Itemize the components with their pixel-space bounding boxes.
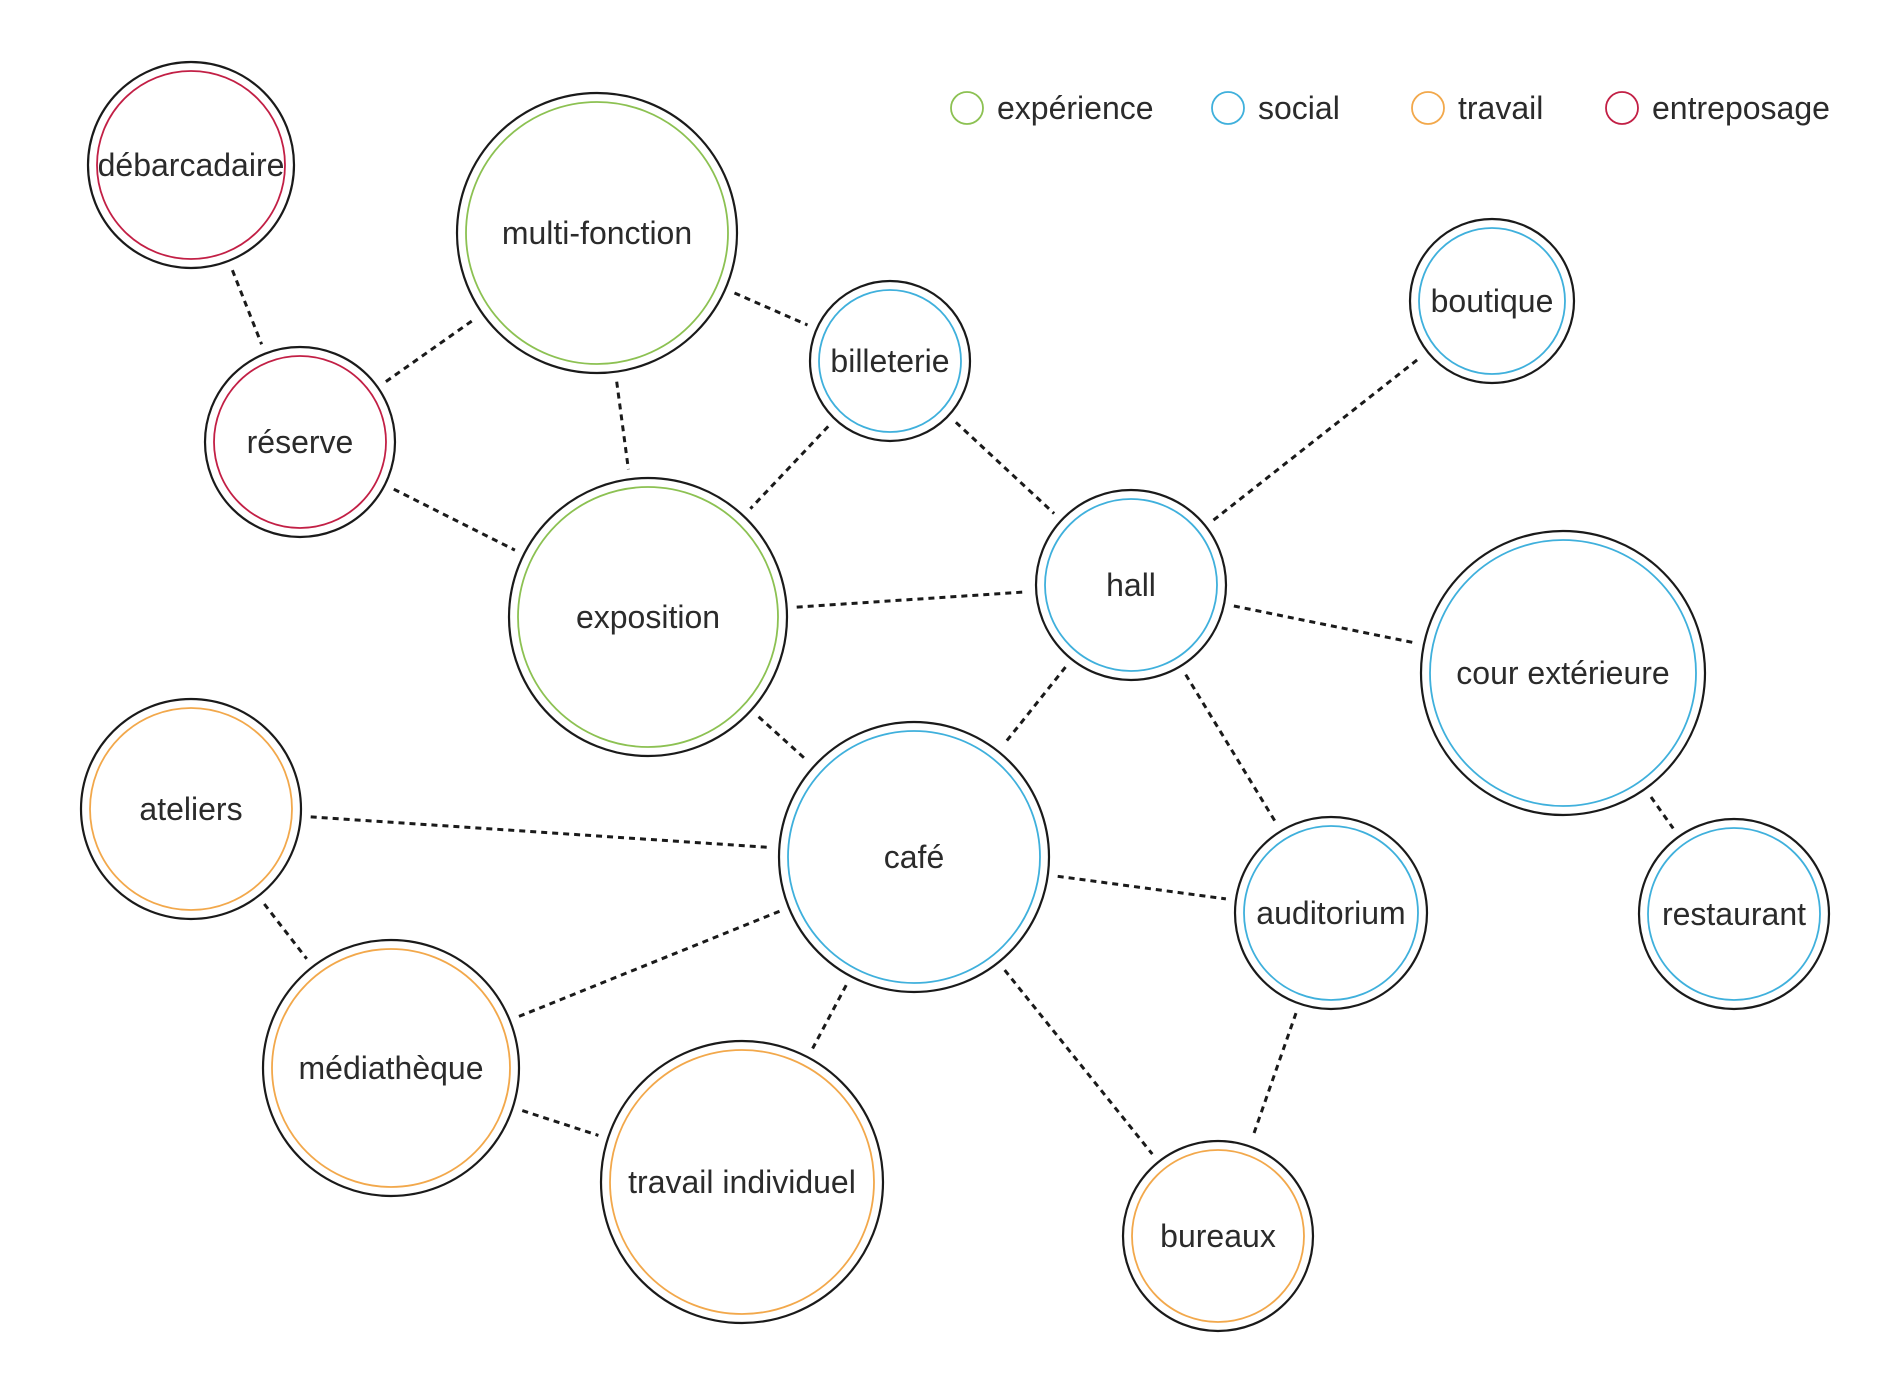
node-outer-ring: [1121, 1139, 1315, 1333]
legend-item-experience: expérience: [950, 90, 1154, 126]
edge-exposition-hall: [796, 590, 1027, 609]
edge-cafe-auditorium: [1057, 874, 1227, 901]
legend: expérience social travail entreposage: [950, 90, 1830, 126]
legend-item-social: social: [1211, 90, 1340, 126]
edge-billeterie-exposition: [749, 425, 830, 510]
edge-exposition-cafe: [757, 715, 808, 762]
node-boutique: boutique: [1408, 217, 1576, 385]
node-category-ring: [609, 1049, 875, 1315]
node-outer-ring: [86, 60, 296, 270]
edge-multifonction-billeterie: [733, 291, 809, 327]
node-cafe: café: [777, 720, 1051, 994]
node-category-ring: [818, 289, 962, 433]
legend-label: expérience: [997, 90, 1154, 126]
edge-cafe-travail: [811, 984, 848, 1050]
edge-auditorium-bureaux: [1251, 1012, 1298, 1138]
legend-item-entreposage: entreposage: [1605, 90, 1830, 126]
edge-ateliers-mediatheque: [263, 903, 308, 960]
node-outer-ring: [808, 279, 972, 443]
edge-cafe-mediatheque: [518, 909, 781, 1018]
node-bureaux: bureaux: [1121, 1139, 1315, 1333]
legend-swatch: [1211, 91, 1245, 125]
node-outer-ring: [1034, 488, 1228, 682]
node-outer-ring: [1233, 815, 1429, 1011]
node-label: débarcadaire: [98, 147, 285, 183]
node-label: exposition: [576, 599, 720, 635]
nodes-layer: débarcadaire réserve multi-fonction exposit…: [79, 60, 1831, 1333]
node-mediatheque: médiathèque: [261, 938, 521, 1198]
node-auditorium: auditorium: [1233, 815, 1429, 1011]
node-ateliers: ateliers: [79, 697, 303, 921]
node-debarcadaire: débarcadaire: [86, 60, 296, 270]
edge-mediatheque-travail: [521, 1109, 599, 1137]
node-outer-ring: [203, 345, 397, 539]
node-category-ring: [89, 707, 293, 911]
node-category-ring: [1418, 227, 1566, 375]
legend-swatch: [1605, 91, 1639, 125]
node-label: cour extérieure: [1456, 655, 1669, 691]
node-outer-ring: [261, 938, 521, 1198]
node-exposition: exposition: [507, 476, 789, 758]
legend-swatch: [1411, 91, 1445, 125]
node-category-ring: [465, 101, 729, 365]
node-label: ateliers: [139, 791, 242, 827]
node-label: café: [884, 839, 944, 875]
node-category-ring: [1044, 498, 1218, 672]
node-billeterie: billeterie: [808, 279, 972, 443]
node-outer-ring: [599, 1039, 885, 1325]
edge-debarcadaire-reserve: [231, 269, 263, 345]
edge-reserve-exposition: [393, 487, 516, 552]
node-outer-ring: [455, 91, 739, 375]
legend-swatch: [950, 91, 984, 125]
node-category-ring: [1243, 825, 1419, 1001]
node-label: billeterie: [830, 343, 949, 379]
node-label: restaurant: [1662, 896, 1806, 932]
edge-cour-restaurant: [1649, 796, 1675, 830]
edge-reserve-multifonction: [385, 318, 476, 383]
node-multifonction: multi-fonction: [455, 91, 739, 375]
node-category-ring: [1647, 827, 1821, 1001]
legend-label: travail: [1458, 90, 1543, 126]
node-category-ring: [271, 948, 511, 1188]
edge-cafe-bureaux: [1003, 969, 1154, 1156]
node-label: auditorium: [1256, 895, 1405, 931]
node-label: hall: [1106, 567, 1156, 603]
edge-hall-boutique: [1212, 356, 1421, 522]
edge-billeterie-hall: [954, 421, 1056, 515]
node-label: boutique: [1431, 283, 1554, 319]
node-label: travail individuel: [628, 1164, 856, 1200]
node-label: multi-fonction: [502, 215, 692, 251]
node-restaurant: restaurant: [1637, 817, 1831, 1011]
edge-hall-auditorium: [1184, 673, 1278, 824]
legend-item-travail: travail: [1411, 90, 1543, 126]
node-category-ring: [517, 486, 779, 748]
edge-ateliers-cafe: [310, 815, 770, 849]
node-hall: hall: [1034, 488, 1228, 682]
node-travail: travail individuel: [599, 1039, 885, 1325]
node-category-ring: [787, 730, 1041, 984]
node-category-ring: [213, 355, 387, 529]
edge-hall-cour: [1233, 604, 1415, 645]
node-outer-ring: [777, 720, 1051, 994]
node-category-ring: [96, 70, 286, 260]
node-label: médiathèque: [298, 1050, 483, 1086]
node-outer-ring: [1408, 217, 1576, 385]
edge-multifonction-exposition: [615, 381, 630, 470]
node-outer-ring: [1419, 529, 1707, 817]
node-reserve: réserve: [203, 345, 397, 539]
node-outer-ring: [507, 476, 789, 758]
node-cour: cour extérieure: [1419, 529, 1707, 817]
node-outer-ring: [79, 697, 303, 921]
edges-layer: [231, 269, 1675, 1156]
node-category-ring: [1429, 539, 1697, 807]
node-label: bureaux: [1160, 1218, 1276, 1254]
node-category-ring: [1131, 1149, 1305, 1323]
edge-hall-cafe: [1003, 666, 1067, 745]
node-label: réserve: [247, 424, 354, 460]
legend-label: entreposage: [1652, 90, 1830, 126]
node-outer-ring: [1637, 817, 1831, 1011]
legend-label: social: [1258, 90, 1340, 126]
